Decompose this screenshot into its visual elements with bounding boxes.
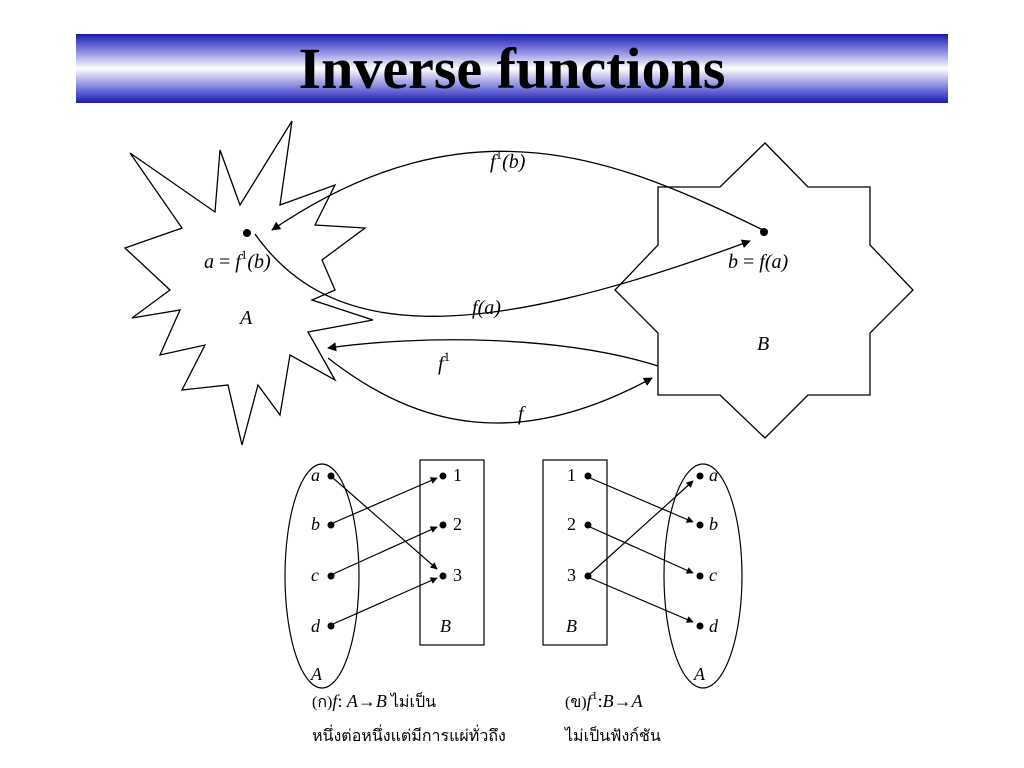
left-codomain-item: 2 [453,514,462,534]
left-codomain-dots [439,472,447,580]
right-codomain-dots [696,472,704,630]
right-domain-labels: 1 2 3 [567,465,576,585]
left-domain-ellipse [284,463,360,689]
page-title: Inverse functions [298,36,726,101]
left-codomain-item: 3 [453,565,462,585]
left-domain-dots [327,472,335,630]
right-codomain-ellipse [663,463,743,689]
right-domain-set-label: B [566,616,577,636]
right-codomain-labels: a b c d [709,465,719,636]
arrow-finv-label: f1 [438,349,450,375]
right-caption-line2: ไม่เป็นฟังก์ชัน [563,725,661,745]
right-domain-item: 2 [567,514,576,534]
right-codomain-item: d [709,616,719,636]
right-domain-box [542,459,608,646]
left-codomain-box [419,459,485,646]
left-domain-item: c [311,565,319,585]
right-codomain-set-label: A [693,664,706,684]
right-codomain-item: b [709,514,718,534]
arrow-f-a-label: f(a) [472,297,501,319]
left-domain-set-label: A [310,664,323,684]
arrow-f [327,357,653,424]
left-domain-item: d [311,616,321,636]
right-mapping-arrows [589,477,694,623]
arrow-f-label: f [518,403,526,425]
left-caption-line2: หนึ่งต่อหนึ่งแต่มีการแผ่ทั่วถึง [312,724,506,745]
arrow-finv-b-label: f1(b) [490,147,526,173]
title-bar: Inverse functions [76,34,948,103]
set-a-label: A [238,307,253,329]
left-caption-line1: (ก)f: A→B ไม่เป็น [312,691,436,711]
left-domain-item: b [311,514,320,534]
set-a-starburst [123,120,374,446]
set-b-label: B [757,333,769,355]
left-codomain-item: 1 [453,465,462,485]
right-codomain-item: a [709,465,718,485]
left-codomain-set-label: B [440,616,451,636]
left-codomain-labels: 1 2 3 [453,465,462,585]
point-b-label: b = f(a) [728,251,789,273]
arrow-finv-b [271,150,764,231]
left-mapping-arrows [332,477,438,625]
arrow-f-a [254,233,751,317]
right-domain-item: 1 [567,465,576,485]
point-b [760,228,768,236]
left-domain-item: a [311,465,320,485]
point-a-label: a = f1(b) [204,247,271,273]
right-caption-line1: (ข)f1:B→A [565,688,644,711]
right-codomain-item: c [709,565,717,585]
point-a [243,229,251,237]
left-domain-labels: a b c d [311,465,321,636]
right-domain-item: 3 [567,565,576,585]
set-b-star [614,142,914,439]
right-domain-dots [584,472,592,580]
arrow-finv [327,339,659,367]
